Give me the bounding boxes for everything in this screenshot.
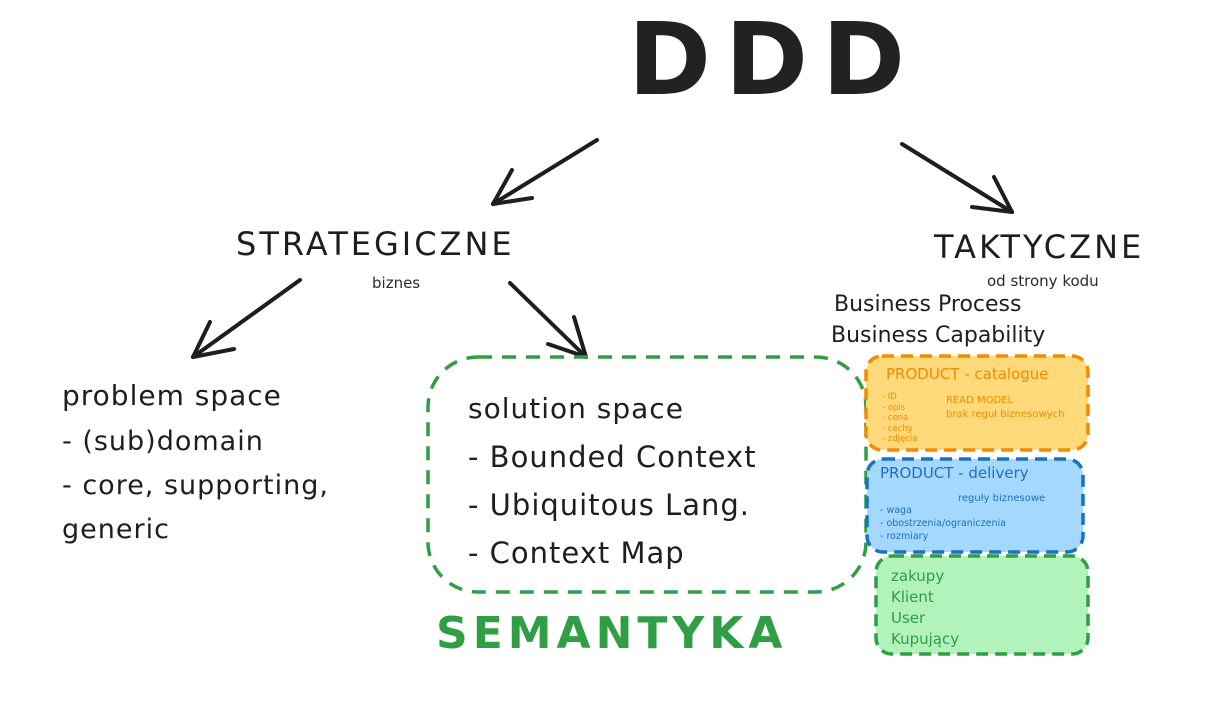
delivery-box-title: PRODUCT - delivery: [880, 464, 1029, 482]
green-box-fields: zakupy Klient User Kupujący: [891, 566, 959, 650]
catalogue-field: - cechy: [882, 423, 913, 434]
catalogue-field: - ID: [882, 392, 897, 402]
taktyczne-heading: TAKTYCZNE: [934, 228, 1145, 266]
delivery-field: - obostrzenia/ograniczenia: [880, 518, 1006, 529]
catalogue-field: - opis: [882, 402, 906, 413]
catalogue-fields: - ID - opis - cena - cechy - zdjęcia: [882, 392, 917, 445]
semantyka-label: SEMANTYKA: [436, 608, 788, 659]
strategiczne-subtitle: biznes: [372, 274, 421, 292]
diagram-title: DDD: [628, 1, 920, 118]
catalogue-box-title: PRODUCT - catalogue: [886, 365, 1049, 383]
green-box-field: zakupy: [891, 567, 945, 585]
product-catalogue-box: [864, 354, 1090, 452]
green-box-field: Klient: [891, 588, 934, 606]
business-capability-note: Business Capability: [831, 323, 1046, 348]
taktyczne-subtitle: od strony kodu: [987, 272, 1099, 290]
solution-space-item: - Ubiquitous Lang.: [468, 488, 750, 522]
green-box-field: Kupujący: [891, 630, 960, 648]
business-process-note: Business Process: [834, 292, 1022, 317]
catalogue-rules-note: brak reguł biznesowych: [946, 409, 1065, 420]
catalogue-field: - cena: [882, 413, 909, 423]
solution-space-frame: [426, 355, 868, 594]
delivery-field: - waga: [880, 505, 912, 516]
arrow-to-problem-space: [191, 278, 302, 359]
product-delivery-box: [865, 457, 1085, 554]
arrow-ddd-to-strategiczne: [491, 138, 599, 206]
problem-space-title: problem space: [62, 379, 282, 412]
solution-space-item: - Context Map: [468, 536, 685, 570]
arrow-ddd-to-taktyczne: [900, 142, 1014, 214]
problem-space-list: - (sub)domain - core, supporting, generi…: [62, 420, 329, 552]
problem-space-item: - core, supporting,: [62, 470, 329, 501]
context-box-green: [874, 554, 1090, 656]
delivery-fields: - waga - obostrzenia/ograniczenia - rozm…: [880, 504, 1006, 543]
green-box-field: User: [891, 609, 926, 627]
delivery-rules-note: reguły biznesowe: [958, 493, 1046, 504]
solution-space-item: - Bounded Context: [468, 440, 757, 474]
solution-space-list: - Bounded Context - Ubiquitous Lang. - C…: [468, 433, 757, 577]
arrow-to-solution-space: [508, 281, 588, 359]
problem-space-item: - (sub)domain: [62, 426, 264, 457]
solution-space-title: solution space: [468, 392, 684, 425]
strategiczne-heading: STRATEGICZNE: [236, 225, 515, 263]
catalogue-field: - zdjęcia: [882, 434, 918, 444]
catalogue-read-model-note: READ MODEL: [946, 395, 1014, 406]
delivery-field: - rozmiary: [880, 531, 929, 542]
problem-space-item: generic: [62, 514, 170, 545]
